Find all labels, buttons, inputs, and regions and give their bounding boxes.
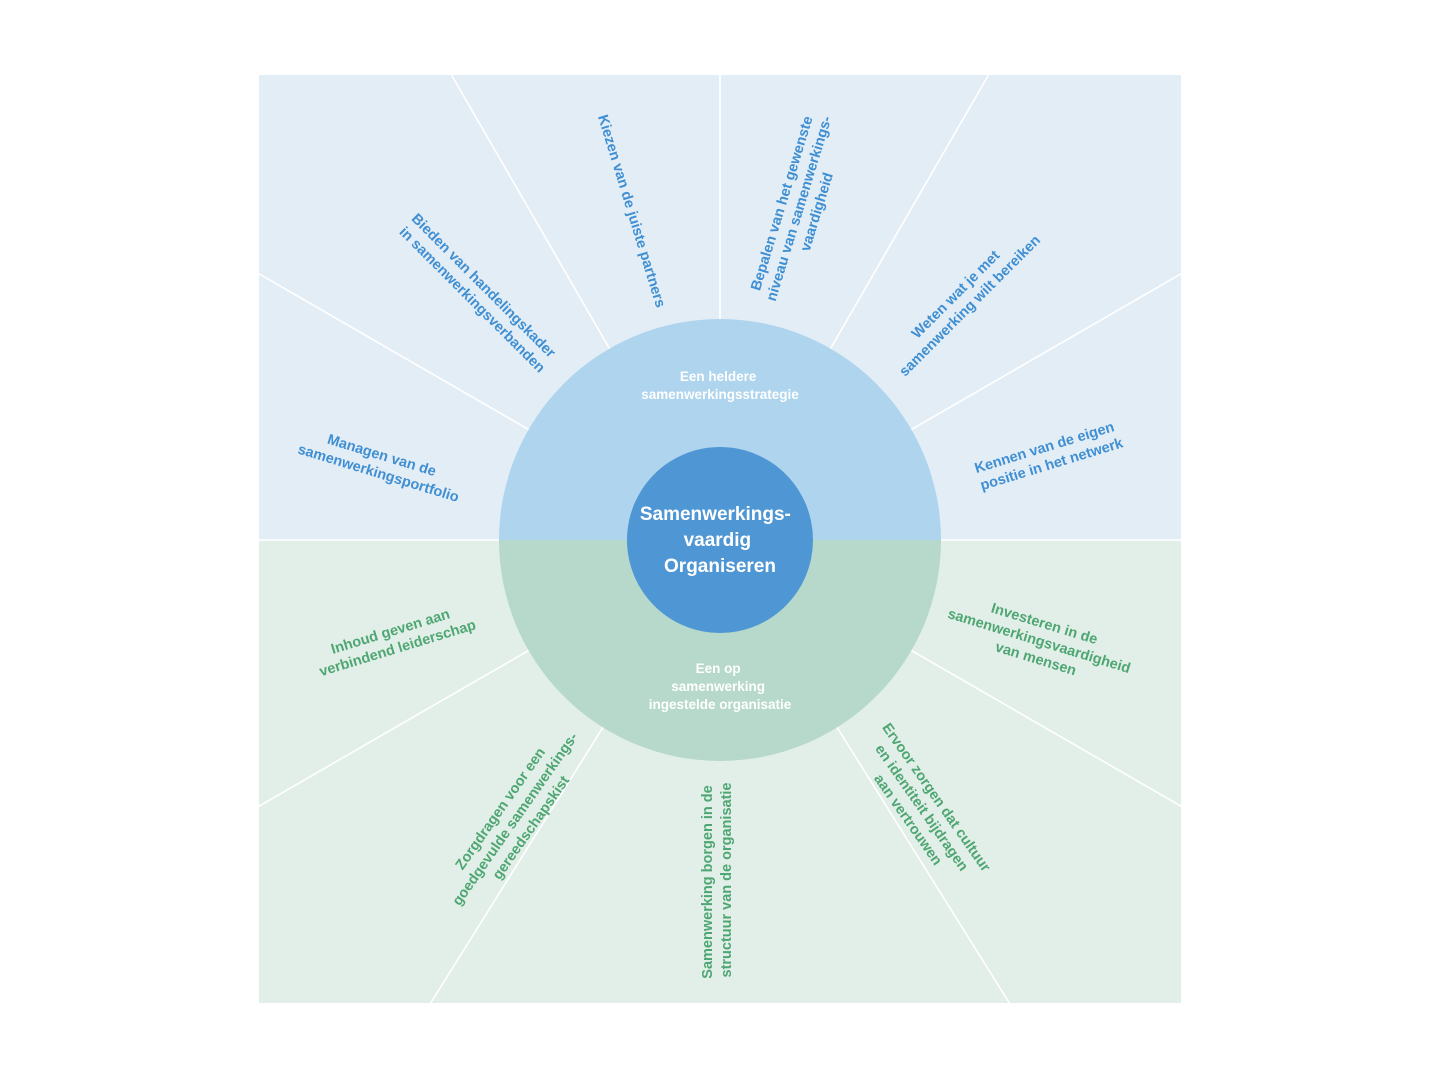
ring-bottom-line: Een op xyxy=(696,661,741,676)
ring-bottom-half xyxy=(499,540,941,761)
center-title-line: Samenwerkings- xyxy=(640,504,791,525)
center-title-line: Organiseren xyxy=(664,556,776,577)
outer-ring xyxy=(499,319,941,761)
ring-top-half xyxy=(499,319,941,540)
center-title-line: vaardig xyxy=(684,530,752,551)
ring-bottom-label: Een op samenwerking ingestelde organisat… xyxy=(649,661,792,712)
center-title: Samenwerkings- vaardig Organiseren xyxy=(640,504,796,577)
ring-top-label: Een heldere samenwerkingsstrategie xyxy=(641,369,799,402)
segment-label-line: Samenwerking borgen in de xyxy=(700,785,716,978)
ring-bottom-line: ingestelde organisatie xyxy=(649,697,792,712)
ring-top-line: Een heldere xyxy=(680,369,757,384)
segment-label-samenwerking-borgen: Samenwerking borgen in de structuur van … xyxy=(700,781,735,978)
ring-bottom-line: samenwerking xyxy=(671,679,765,694)
center-core xyxy=(627,447,813,633)
ring-top-line: samenwerkingsstrategie xyxy=(641,387,799,402)
segment-label-line: structuur van de organisatie xyxy=(719,783,735,978)
